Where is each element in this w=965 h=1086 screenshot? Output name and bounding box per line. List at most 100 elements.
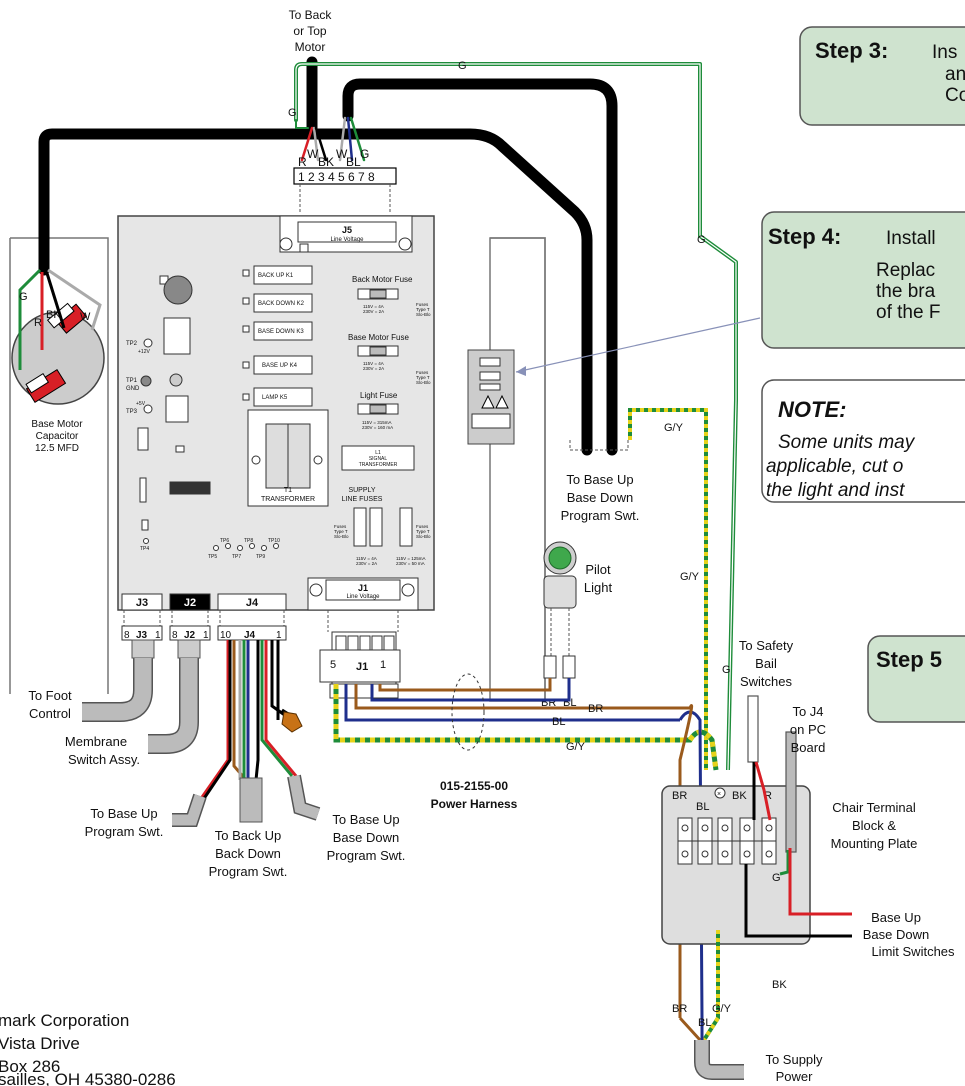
svg-text:8: 8 — [172, 630, 178, 641]
supply-line-fuses: SUPPLY LINE FUSES Fuses Type T Slo-Blo F… — [334, 487, 431, 566]
harness-bl-tag: BL — [552, 716, 565, 728]
svg-text:Slo-Blo: Slo-Blo — [416, 380, 431, 385]
step-3-label: Step 3: — [815, 38, 888, 63]
svg-text:Base Down: Base Down — [333, 830, 399, 845]
green-wire-right — [726, 399, 738, 771]
j5-title: J5 — [342, 225, 352, 235]
step-5-label: Step 5 — [876, 647, 942, 672]
step-5-box: Step 5 — [867, 635, 965, 723]
svg-text:TP5: TP5 — [208, 554, 217, 560]
svg-text:Switches: Switches — [740, 674, 793, 689]
svg-text:230V = 2A: 230V = 2A — [356, 561, 377, 566]
svg-text:To Back Up: To Back Up — [215, 828, 281, 843]
step-4-line-2: Replac — [876, 260, 935, 281]
svg-text:R: R — [298, 155, 307, 169]
note-line-2: applicable, cut o — [766, 456, 903, 477]
svg-text:1: 1 — [276, 630, 282, 641]
svg-text:×: × — [717, 791, 721, 798]
svg-text:J4: J4 — [246, 597, 259, 609]
svg-text:115V = 125mA: 115V = 125mA — [396, 556, 426, 561]
signal-transformer: L1 SIGNAL TRANSFORMER — [341, 445, 415, 471]
terminal-block-wires — [744, 695, 852, 938]
board-fuses: Back Motor Fuse 115V = 4A 230V = 2A Fuse… — [348, 275, 431, 430]
svg-text:W: W — [307, 147, 319, 161]
top-connector-pins: 1 2 3 4 5 6 7 8 — [298, 170, 375, 184]
svg-text:Slo-Blo: Slo-Blo — [416, 312, 431, 317]
harness-bundle-ellipse — [451, 673, 485, 751]
supply-br-tag: BR — [672, 1003, 687, 1015]
svg-text:BK: BK — [46, 309, 61, 321]
svg-text:+5V: +5V — [136, 401, 146, 407]
svg-text:Base Down: Base Down — [863, 927, 929, 942]
tb-br-tag: BR — [672, 790, 687, 802]
relay-k4: BASE UP K4 — [262, 363, 298, 369]
harness-gy-tag: G/Y — [566, 741, 586, 753]
chassis-outline — [9, 237, 546, 702]
svg-text:To Back: To Back — [289, 8, 333, 22]
svg-text:Base Up: Base Up — [871, 910, 921, 925]
svg-text:L1: L1 — [375, 450, 381, 456]
svg-text:J2: J2 — [184, 597, 196, 609]
j4-wires — [198, 640, 299, 801]
note-title: NOTE: — [778, 397, 846, 422]
svg-text:Membrane: Membrane — [65, 734, 127, 749]
step-4-line-3: the bra — [876, 281, 936, 302]
step-4-line-1: Install — [886, 228, 936, 249]
step-3-line-1: Ins — [932, 42, 957, 63]
svg-text:R: R — [34, 317, 42, 329]
j1-board-connector: J1 Line Voltage — [307, 577, 419, 632]
svg-text:BK: BK — [318, 155, 334, 169]
svg-text:LINE FUSES: LINE FUSES — [342, 496, 383, 503]
svg-text:Box 286: Box 286 — [0, 1057, 60, 1076]
svg-text:Type T: Type T — [334, 529, 348, 534]
svg-text:Control: Control — [29, 706, 71, 721]
svg-text:TRANSFORMER: TRANSFORMER — [359, 462, 398, 468]
svg-text:To Safety: To Safety — [739, 638, 794, 653]
svg-text:Bail: Bail — [755, 656, 777, 671]
company-address: mark Corporation Vista Drive Box 286 sai… — [0, 1011, 176, 1086]
svg-text:115V = 4A: 115V = 4A — [356, 556, 377, 561]
svg-text:Program Swt.: Program Swt. — [209, 864, 288, 879]
j3-j2-cables — [82, 639, 201, 754]
svg-text:W: W — [336, 147, 348, 161]
svg-text:J1: J1 — [356, 661, 368, 673]
svg-text:Limit Switches: Limit Switches — [871, 944, 955, 959]
svg-text:TP9: TP9 — [256, 554, 265, 560]
tb-g-tag: G — [772, 872, 781, 884]
relay-k2: BACK DOWN K2 — [258, 301, 305, 307]
svg-text:Line Voltage: Line Voltage — [346, 594, 380, 600]
relay-k3: BASE DOWN K3 — [258, 329, 304, 335]
step-3-line-2: and — [945, 64, 965, 85]
svg-text:sailles, OH 45380-0286: sailles, OH 45380-0286 — [0, 1070, 176, 1086]
svg-text:To Base Up: To Base Up — [566, 472, 633, 487]
svg-text:1: 1 — [380, 659, 386, 671]
svg-text:W: W — [80, 311, 91, 323]
svg-text:Back Down: Back Down — [215, 846, 281, 861]
svg-text:J3: J3 — [136, 630, 148, 641]
svg-text:Motor: Motor — [295, 40, 326, 54]
power-harness-wires — [333, 678, 719, 1019]
svg-text:Fuses: Fuses — [416, 524, 429, 529]
svg-text:1: 1 — [203, 630, 209, 641]
cable-connectors: 8 J3 1 8 J2 1 10 J4 1 — [121, 625, 287, 641]
top-connector-wire-letters: R W BK W BL G — [298, 147, 369, 169]
svg-text:1: 1 — [155, 630, 161, 641]
left-g-tag: G — [288, 107, 297, 119]
svg-text:Light: Light — [584, 580, 613, 595]
svg-text:230V = 160 mA: 230V = 160 mA — [362, 425, 393, 430]
svg-text:Switch Assy.: Switch Assy. — [68, 752, 140, 767]
supply-power-label-1: To Supply — [765, 1052, 823, 1067]
svg-text:115V = 315mA: 115V = 315mA — [362, 420, 392, 425]
top-motor-label: To Back or Top Motor — [289, 8, 333, 54]
svg-text:Type T: Type T — [416, 375, 430, 380]
note-line-1: Some units may — [778, 432, 916, 453]
back-motor-fuse-title: Back Motor Fuse — [352, 275, 413, 284]
svg-text:TP6: TP6 — [220, 538, 229, 544]
supply-bl-tag: BL — [698, 1017, 711, 1029]
tb-bl-tag: BL — [696, 801, 709, 813]
svg-text:230V = 2A: 230V = 2A — [363, 309, 384, 314]
svg-text:115V = 4A: 115V = 4A — [363, 304, 384, 309]
note-box: NOTE: Some units may applicable, cut o t… — [761, 379, 965, 503]
base-motor-fuse-title: Base Motor Fuse — [348, 333, 409, 342]
